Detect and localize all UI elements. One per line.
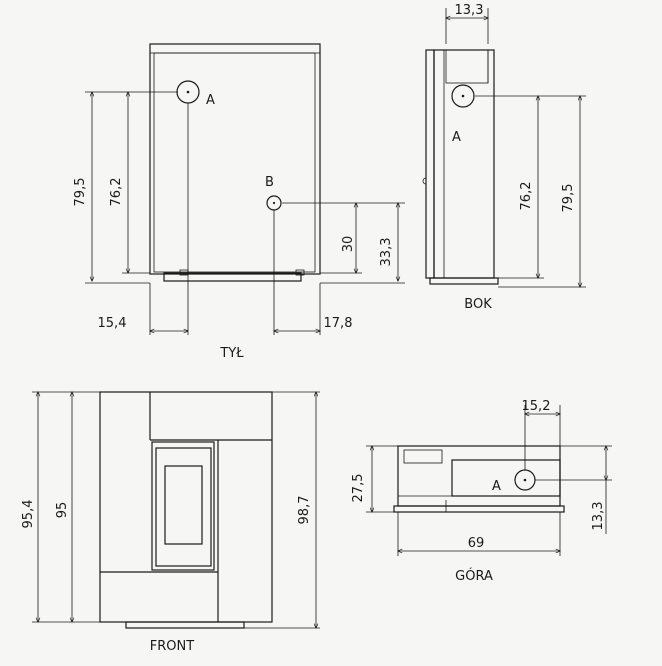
top-caption: GÓRA xyxy=(455,568,493,584)
front-base xyxy=(125,621,245,629)
top-body-outline xyxy=(397,445,561,507)
top-base xyxy=(393,505,565,513)
side-door-strip xyxy=(425,49,435,279)
top-label-a: A xyxy=(492,479,501,494)
back-body-outline xyxy=(149,43,321,275)
side-flue-outlet xyxy=(445,49,489,84)
front-caption: FRONT xyxy=(150,639,194,654)
back-dim-33-3: 33,3 xyxy=(379,238,394,267)
front-view: 95,4 95 98,7 FRONT xyxy=(21,391,320,654)
back-label-b: B xyxy=(265,175,274,190)
side-body-outline xyxy=(433,49,495,279)
top-view: A 15,2 27,5 69 13,3 GÓRA xyxy=(351,399,612,584)
side-base xyxy=(429,277,499,285)
top-dim-27-5: 27,5 xyxy=(351,474,366,503)
side-dim-79-5: 79,5 xyxy=(561,184,576,213)
back-dim-30: 30 xyxy=(341,236,356,253)
back-caption: TYŁ xyxy=(219,346,244,361)
side-connection-a-circle xyxy=(451,84,475,108)
front-door xyxy=(151,441,215,571)
front-dim-95-4: 95,4 xyxy=(21,500,36,529)
top-dim-69: 69 xyxy=(468,536,485,551)
side-label-a: A xyxy=(452,130,461,145)
top-flue-box xyxy=(451,459,561,497)
front-door-frame xyxy=(155,447,212,567)
back-label-a: A xyxy=(206,93,215,108)
top-vent-panel xyxy=(403,449,443,464)
top-dim-13-3: 13,3 xyxy=(591,502,606,531)
side-dim-13-3: 13,3 xyxy=(455,3,484,18)
front-body-outline xyxy=(99,391,273,623)
back-view: A B 79,5 76,2 30 33,3 15,4 17,8 TYŁ xyxy=(73,43,405,361)
front-glass-window xyxy=(164,465,203,545)
back-dim-17-8: 17,8 xyxy=(324,316,353,331)
back-dim-76-2: 76,2 xyxy=(109,178,124,207)
side-view: A 13,3 76,2 79,5 BOK xyxy=(422,3,586,312)
side-dim-76-2: 76,2 xyxy=(519,182,534,211)
back-dim-15-4: 15,4 xyxy=(98,316,127,331)
back-dim-79-5: 79,5 xyxy=(73,178,88,207)
front-dim-98-7: 98,7 xyxy=(297,496,312,525)
side-caption: BOK xyxy=(464,297,492,312)
front-dim-95: 95 xyxy=(55,502,70,519)
back-base xyxy=(163,272,302,282)
top-dim-15-2: 15,2 xyxy=(522,399,551,414)
back-inner-panel xyxy=(153,52,316,273)
